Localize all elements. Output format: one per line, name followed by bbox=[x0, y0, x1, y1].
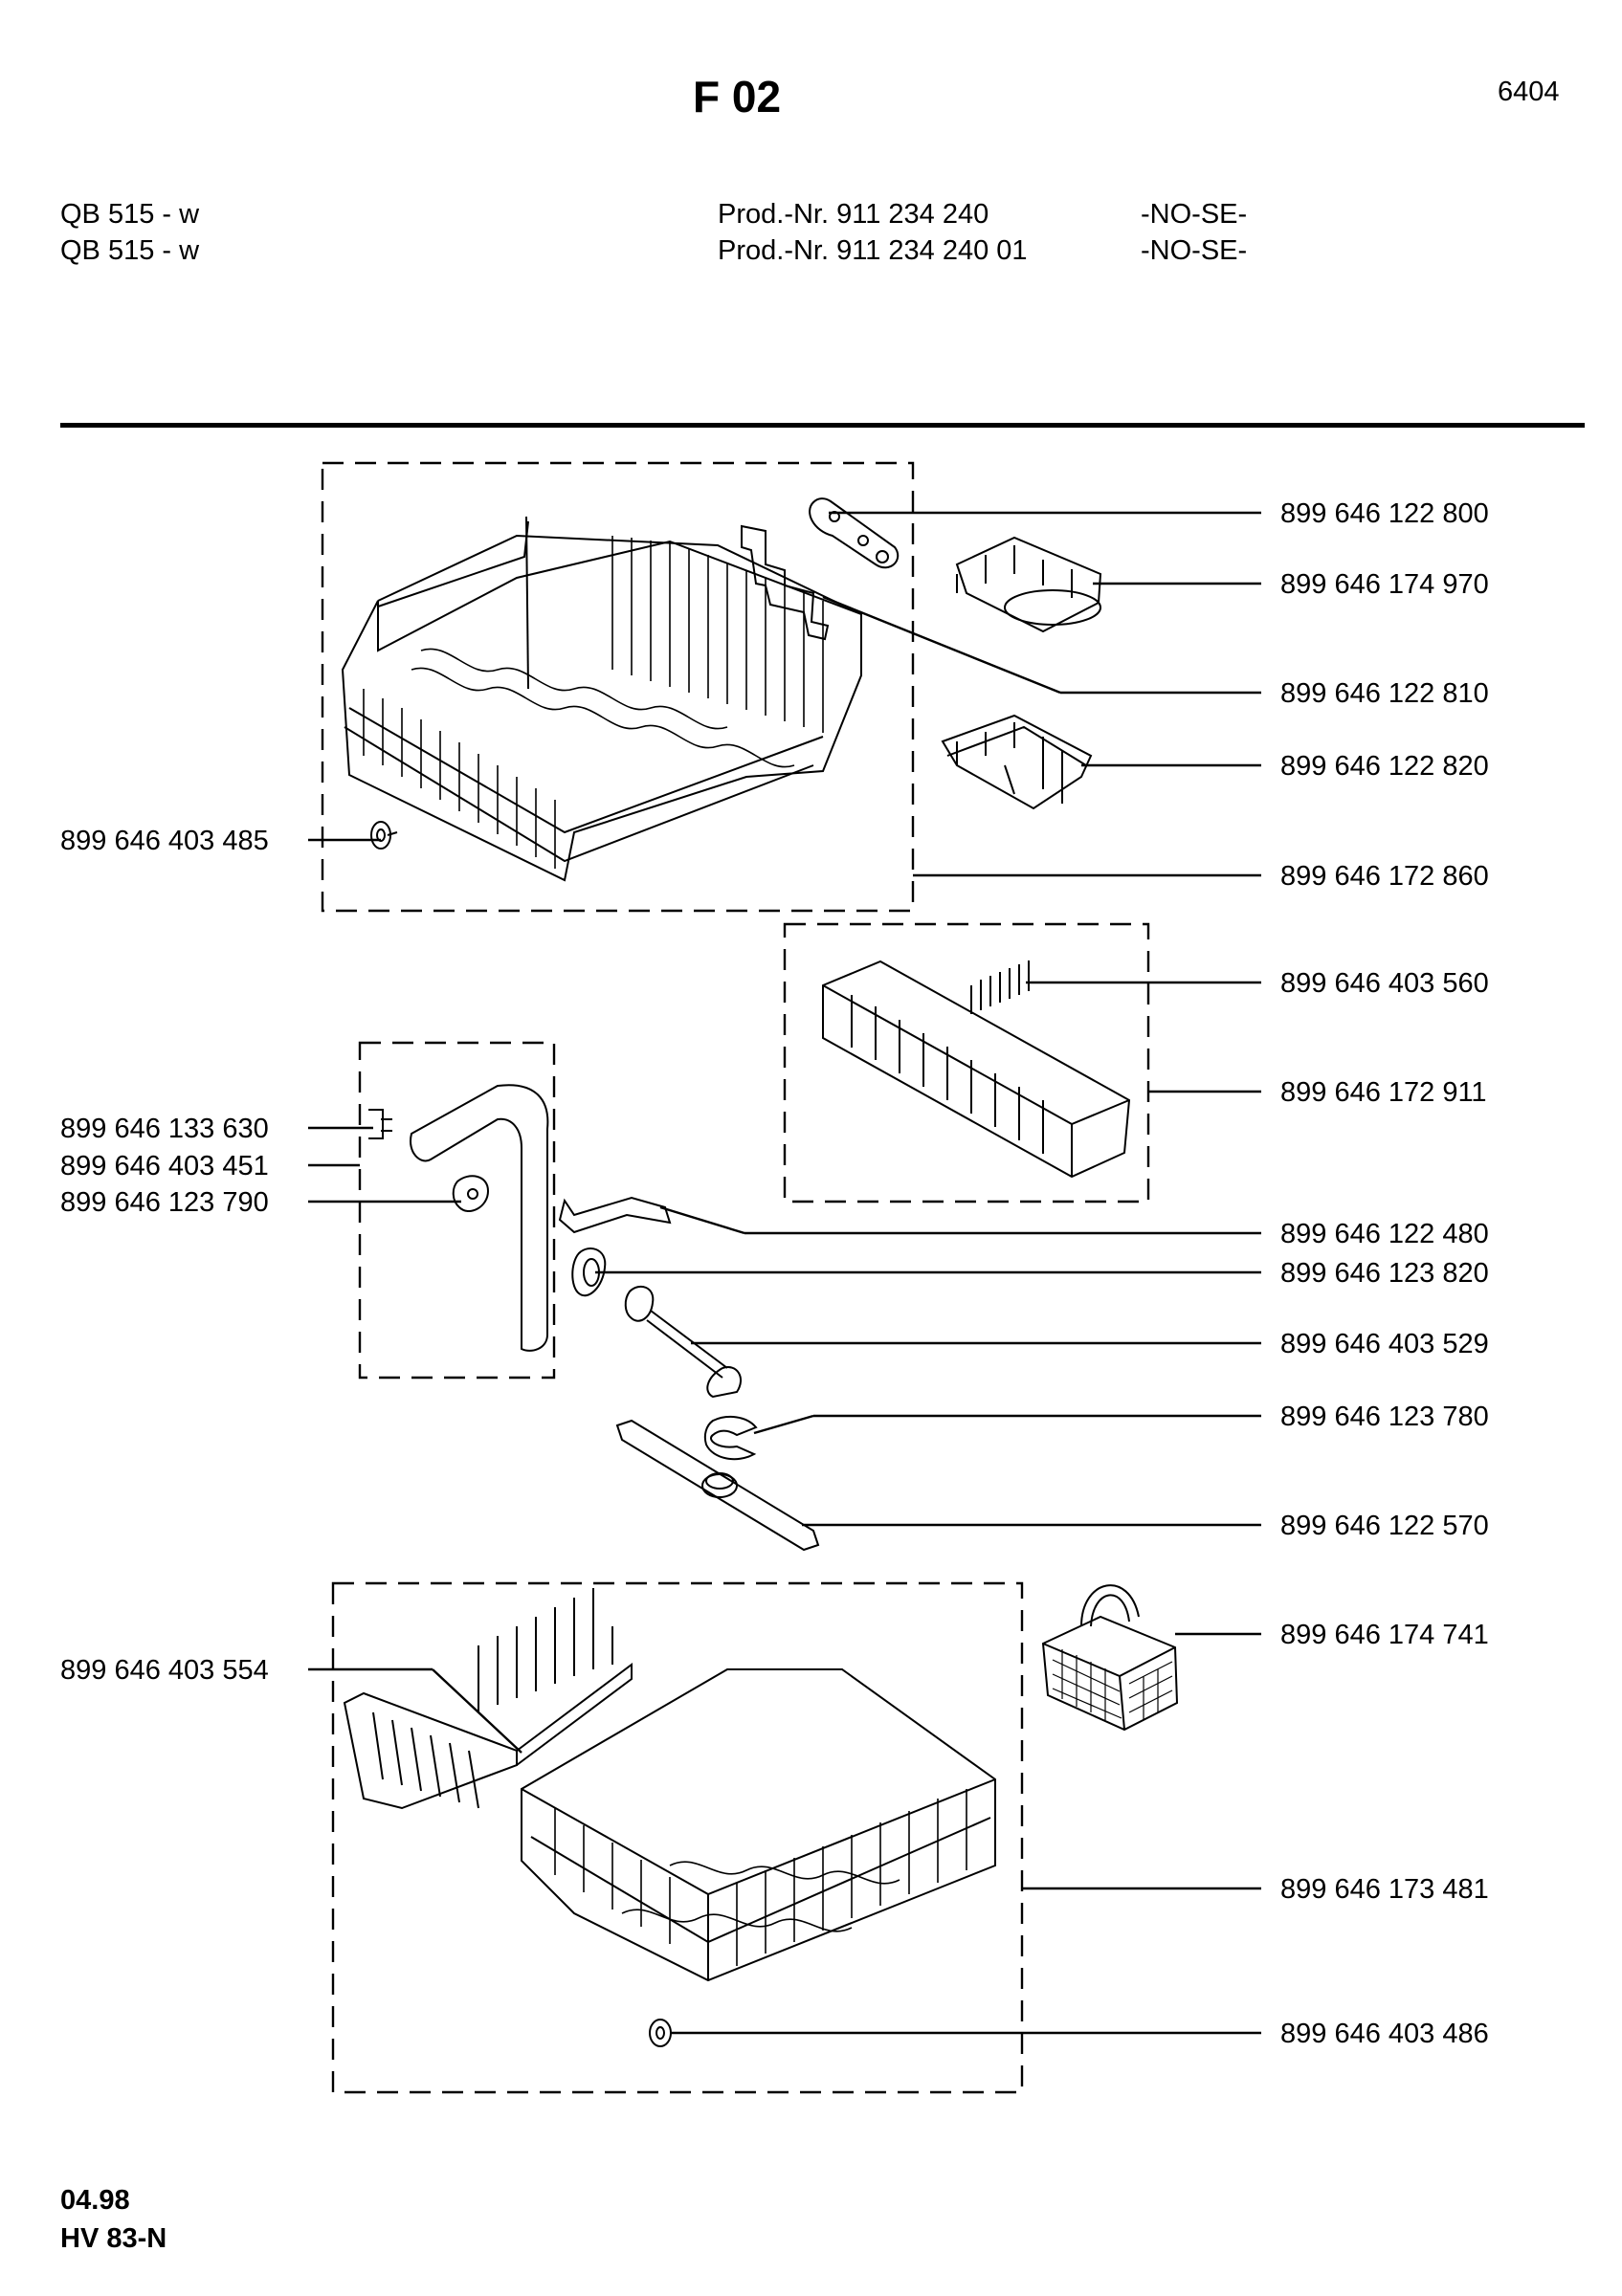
region-2: -NO-SE- bbox=[1141, 235, 1248, 266]
part-label-right-13: 899 646 174 741 bbox=[1280, 1620, 1489, 1650]
leader-lines-left bbox=[308, 838, 522, 1754]
plate-rack-insert-drawing bbox=[343, 1588, 633, 1810]
part-label-right-15: 899 646 403 486 bbox=[1280, 2019, 1489, 2049]
part-label-right-11: 899 646 123 780 bbox=[1280, 1402, 1489, 1432]
footer-code: HV 83-N bbox=[60, 2223, 167, 2254]
footer-date: 04.98 bbox=[60, 2185, 130, 2216]
part-label-left-2: 899 646 133 630 bbox=[60, 1114, 269, 1144]
part-label-right-9: 899 646 123 820 bbox=[1280, 1258, 1489, 1289]
part-label-right-1: 899 646 122 800 bbox=[1280, 498, 1489, 529]
model-2: QB 515 - w bbox=[60, 235, 200, 266]
part-label-right-7: 899 646 172 911 bbox=[1280, 1077, 1487, 1108]
header-divider bbox=[60, 423, 1585, 428]
model-1: QB 515 - w bbox=[60, 199, 200, 230]
part-label-left-4: 899 646 123 790 bbox=[60, 1187, 269, 1218]
upper-basket-drawing bbox=[341, 516, 862, 882]
cutlery-rack-group-box bbox=[783, 922, 1150, 1203]
lower-basket-drawing bbox=[521, 1668, 996, 1982]
part-label-right-14: 899 646 173 481 bbox=[1280, 1874, 1489, 1905]
part-label-left-1: 899 646 403 485 bbox=[60, 826, 269, 856]
part-label-left-3: 899 646 403 451 bbox=[60, 1151, 269, 1181]
part-label-right-10: 899 646 403 529 bbox=[1280, 1329, 1489, 1359]
part-label-right-2: 899 646 174 970 bbox=[1280, 569, 1489, 600]
part-label-right-6: 899 646 403 560 bbox=[1280, 968, 1489, 999]
leader-lines-right bbox=[595, 511, 1261, 2035]
lower-wheel-drawing bbox=[649, 2019, 672, 2047]
part-label-right-3: 899 646 122 810 bbox=[1280, 678, 1489, 709]
upper-wheel-drawing bbox=[370, 821, 398, 850]
cutlery-rack-drawing bbox=[822, 960, 1131, 1179]
prod-number-2: Prod.-Nr. 911 234 240 01 bbox=[718, 235, 1028, 266]
part-label-right-5: 899 646 172 860 bbox=[1280, 861, 1489, 892]
upper-basket-group-box bbox=[321, 461, 915, 913]
part-label-right-4: 899 646 122 820 bbox=[1280, 751, 1489, 782]
region-1: -NO-SE- bbox=[1141, 199, 1248, 230]
page-number: 6404 bbox=[1498, 77, 1560, 107]
cutlery-basket-drawing bbox=[1041, 1584, 1179, 1732]
part-label-right-12: 899 646 122 570 bbox=[1280, 1511, 1489, 1541]
lower-basket-group-box bbox=[331, 1581, 1024, 2094]
supply-pipe-drawing bbox=[368, 1084, 758, 1461]
supply-pipe-group-box bbox=[358, 1041, 556, 1380]
basket-fittings-drawing bbox=[741, 497, 1102, 810]
part-label-right-8: 899 646 122 480 bbox=[1280, 1219, 1489, 1249]
prod-number-1: Prod.-Nr. 911 234 240 bbox=[718, 199, 989, 230]
page-title: F 02 bbox=[693, 72, 782, 121]
spray-arm-drawing bbox=[615, 1419, 820, 1552]
part-label-left-5: 899 646 403 554 bbox=[60, 1655, 269, 1686]
